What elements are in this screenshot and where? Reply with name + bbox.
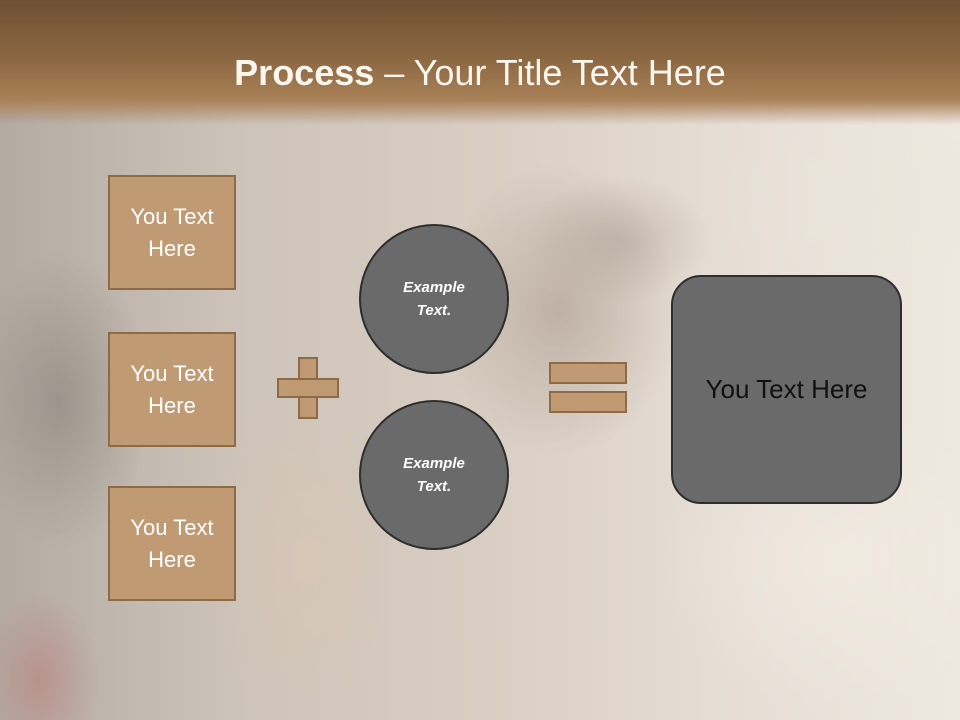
slide-title: Process – Your Title Text Here: [0, 52, 960, 94]
text-box-3: You Text Here: [108, 486, 236, 601]
equals-icon-top-bar: [549, 362, 627, 384]
title-bar: [0, 0, 960, 125]
result-box: You Text Here: [671, 275, 902, 504]
plus-icon: [277, 357, 341, 421]
example-circle-1-label: Example Text.: [403, 279, 465, 319]
title-separator: –: [374, 52, 414, 93]
text-box-1-label: You Text Here: [130, 203, 214, 261]
text-box-1: You Text Here: [108, 175, 236, 290]
title-rest: Your Title Text Here: [413, 52, 726, 93]
example-circle-1: Example Text.: [359, 224, 509, 374]
text-box-3-label: You Text Here: [130, 514, 214, 572]
title-bold: Process: [234, 52, 375, 93]
example-circle-2: Example Text.: [359, 400, 509, 550]
example-circle-2-label: Example Text.: [403, 455, 465, 495]
text-box-2: You Text Here: [108, 332, 236, 447]
text-box-2-label: You Text Here: [130, 360, 214, 418]
equals-icon-bottom-bar: [549, 391, 627, 413]
result-box-label: You Text Here: [705, 374, 868, 404]
